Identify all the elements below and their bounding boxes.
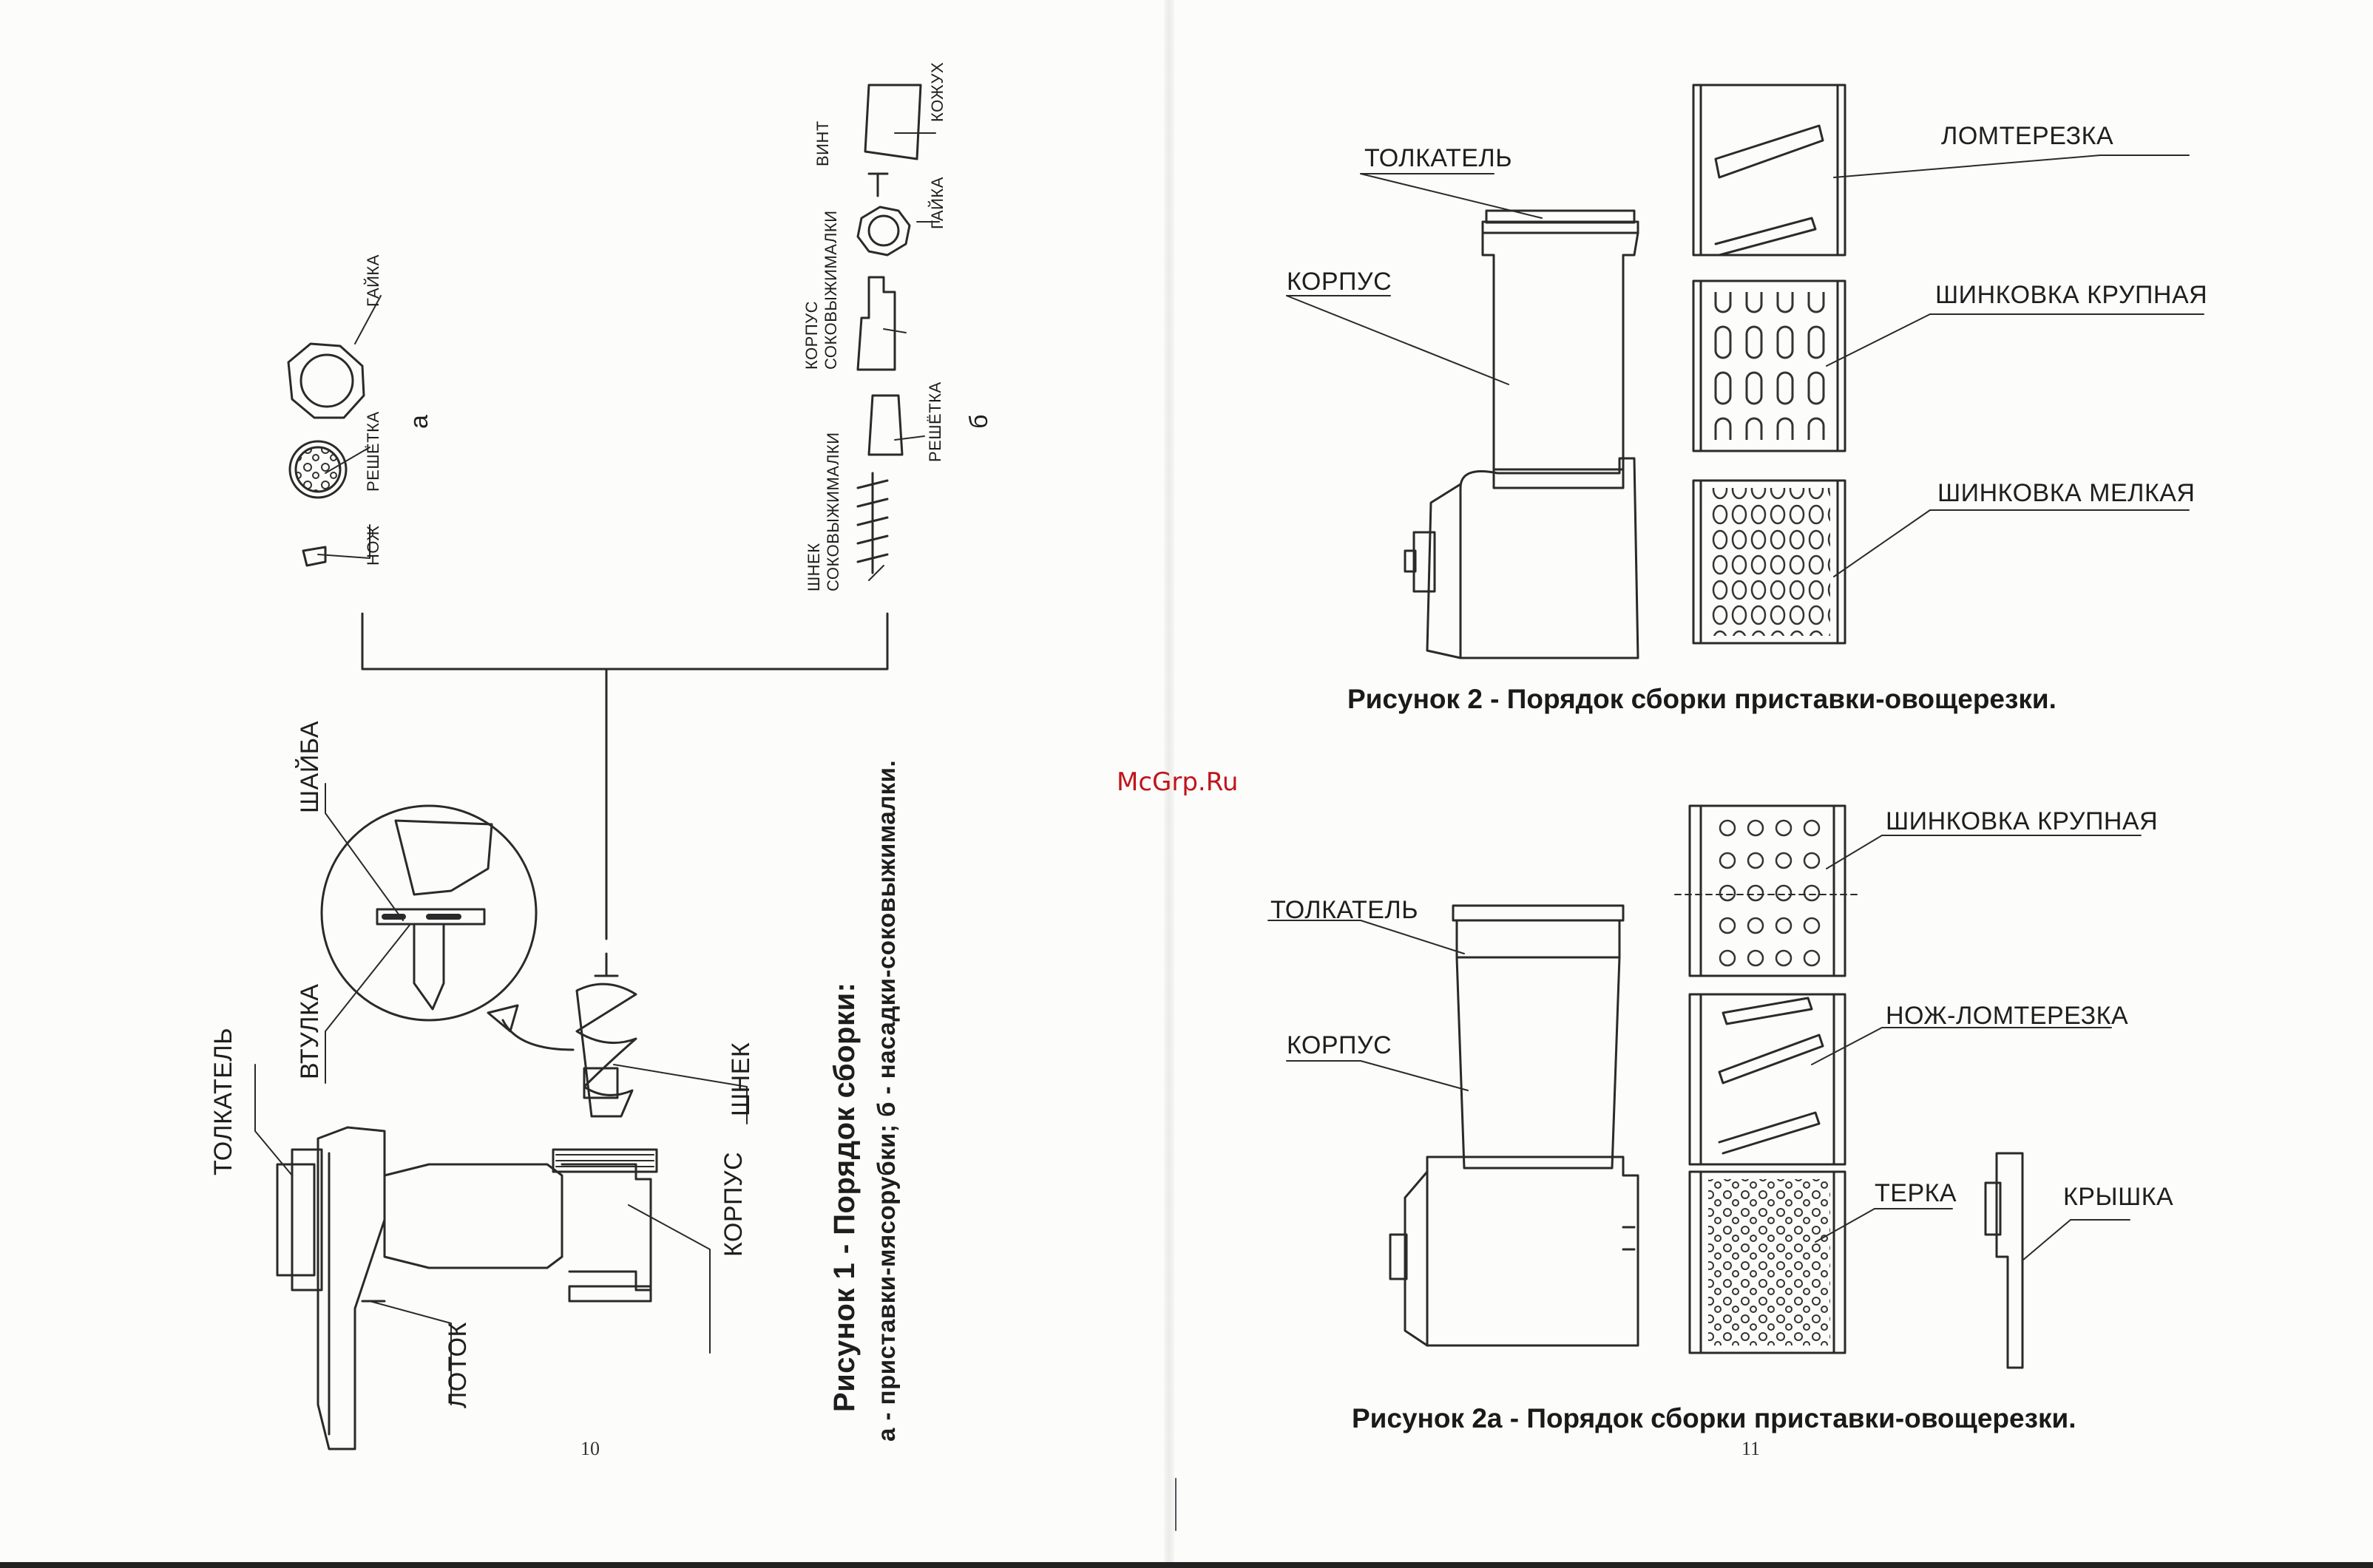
label-group-a: а — [405, 414, 433, 429]
watermark: McGrp.Ru — [1117, 767, 1239, 797]
detail-zoom-circle — [320, 804, 538, 1022]
fig2a-label-pusher: ТОЛКАТЕЛЬ — [1270, 896, 1419, 924]
fig2a-label-grater: ТЕРКА — [1875, 1179, 1957, 1207]
fig2a-label-knife-slicer: НОЖ-ЛОМТЕРЕЗКА — [1886, 1002, 2129, 1030]
figure1-subtitle: а - приставки-мясорубки; б - насадки-сок… — [873, 759, 900, 1442]
coarse-shredder-drum — [1688, 804, 1846, 977]
parts-group-a — [287, 342, 365, 567]
label-washer: ШАЙБА — [296, 720, 324, 813]
label-knife: НОЖ — [364, 525, 382, 566]
slicer-drum — [1692, 84, 1846, 257]
parts-bracket — [361, 612, 889, 671]
screw-part — [867, 172, 889, 197]
auger-part — [594, 952, 619, 977]
fig2-label-slicer: ЛОМТЕРЕЗКА — [1941, 122, 2114, 150]
page-gutter — [1164, 0, 1174, 1568]
base-housing — [1426, 1155, 1639, 1347]
drums-fig2 — [1692, 84, 1846, 645]
label-casing: КОЖУХ — [928, 61, 947, 122]
label-bushing: ВТУЛКА — [296, 983, 324, 1079]
parts-group-b — [856, 84, 922, 574]
left-page — [0, 0, 1168, 1568]
base-housing — [1459, 457, 1639, 659]
label-pusher: ТОЛКАТЕЛЬ — [209, 1027, 237, 1175]
label-juicer-auger: ШНЕК СОКОВЫЖИМАЛКИ — [805, 432, 842, 591]
label-body: КОРПУС — [720, 1151, 748, 1257]
vegetable-cutter-fig2 — [1404, 209, 1639, 659]
fig2a-label-lid: КРЫШКА — [2063, 1183, 2174, 1211]
fig2-label-body: КОРПУС — [1287, 268, 1392, 296]
page-number-left: 10 — [580, 1438, 600, 1459]
body-part — [383, 1163, 563, 1269]
casing-part — [864, 84, 922, 160]
label-nut-b: ГАЙКА — [928, 177, 947, 229]
lid-part — [1995, 1152, 2024, 1369]
figure1-title: Рисунок 1 - Порядок сборки: — [828, 982, 861, 1412]
body-column — [1481, 231, 1639, 489]
label-grid-b: РЕШЁТКА — [926, 381, 944, 462]
fig2a-label-coarse: ШИНКОВКА КРУПНАЯ — [1886, 807, 2159, 835]
juicer-grid-part — [867, 394, 904, 456]
figure2a-caption: Рисунок 2а - Порядок сборки приставки-ов… — [1352, 1403, 2076, 1433]
figure2-caption: Рисунок 2 - Порядок сборки приставки-ово… — [1347, 684, 2057, 714]
page-number-right: 11 — [1741, 1438, 1761, 1459]
fig2-label-pusher: ТОЛКАТЕЛЬ — [1364, 144, 1513, 172]
coarse-shredder-drum — [1692, 279, 1846, 452]
label-auger: ШНЕК — [727, 1042, 755, 1116]
nut-part — [287, 342, 365, 419]
grater-drum — [1688, 1170, 1846, 1354]
label-grid-a: РЕШЁТКА — [364, 411, 382, 492]
pusher-part — [276, 1163, 316, 1277]
label-nut-a: ГАЙКА — [364, 254, 382, 307]
tray-part — [316, 1126, 386, 1450]
juicer-nut-part — [856, 206, 911, 257]
knife-part — [302, 546, 327, 567]
grid-part — [288, 440, 348, 499]
label-juicer-body: КОРПУС СОКОВЫЖИМАЛКИ — [802, 210, 840, 370]
body-column — [1455, 956, 1621, 1170]
label-screw: ВИНТ — [813, 121, 832, 166]
drums-fig2a — [1674, 804, 2024, 1369]
fig2a-label-body: КОРПУС — [1287, 1031, 1392, 1059]
meat-grinder-assembly — [276, 612, 889, 1450]
fig2-label-fine: ШИНКОВКА МЕЛКАЯ — [1937, 479, 2196, 507]
label-group-b: б — [965, 414, 993, 429]
fig2-label-coarse: ШИНКОВКА КРУПНАЯ — [1935, 281, 2208, 309]
label-tray: ЛОТОК — [444, 1322, 472, 1408]
vegetable-cutter-fig2a — [1389, 904, 1639, 1347]
juicer-body-part — [856, 276, 896, 371]
pusher-part — [1452, 904, 1625, 922]
knife-slicer-drum — [1688, 993, 1846, 1166]
fine-shredder-drum — [1692, 479, 1846, 645]
scan-bottom-edge — [0, 1562, 2373, 1568]
